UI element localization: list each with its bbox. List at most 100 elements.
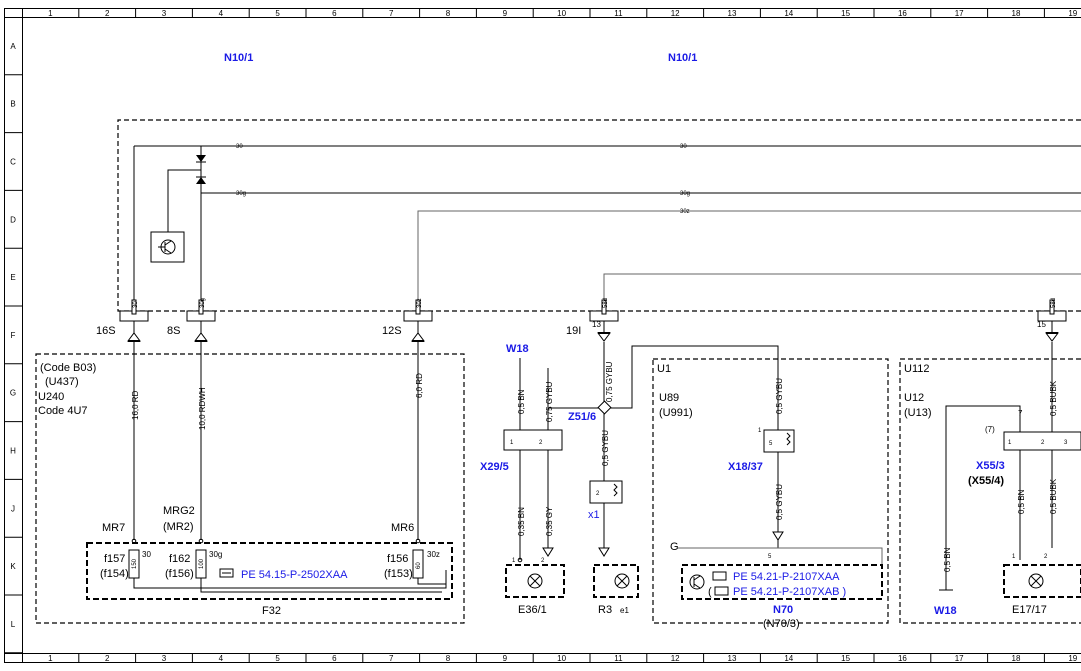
- n70-pe-hand-icon-a: [712, 571, 727, 581]
- right-u13: (U13): [904, 407, 932, 419]
- grid-col-label: 16: [898, 9, 907, 18]
- grid-col-label: 8: [446, 654, 451, 663]
- wire-035gy: 0,35 GY: [545, 506, 554, 536]
- wire-16rd: 16,0 RD: [131, 390, 140, 420]
- f32-name: F32: [262, 605, 281, 617]
- center-z51-6: Z51/6: [568, 411, 596, 423]
- lamp-r3-icon: [614, 573, 630, 589]
- grid-col-label: 15: [841, 654, 850, 663]
- pe-ref-hand-icon: [219, 568, 234, 578]
- grid-row-label: H: [10, 447, 16, 456]
- grid-col-label: 18: [1012, 9, 1021, 18]
- right-x55-4: (X55/4): [968, 475, 1004, 487]
- n70-pe-hand-icon-b: [714, 586, 729, 596]
- grid-col-label: 13: [728, 9, 737, 18]
- center-e1: e1: [620, 606, 629, 615]
- connector-x18-37: [763, 429, 795, 453]
- f32-f157: f157: [104, 553, 125, 565]
- f32-f154: (f154): [100, 568, 129, 580]
- grid-col-label: 8: [446, 9, 451, 18]
- f32-mrg2: MRG2: [163, 505, 195, 517]
- fuse-f157-rating: 150: [132, 558, 138, 569]
- grid-row-label: K: [10, 562, 16, 571]
- wire-05gybu-a: 0,5 GYBU: [601, 430, 610, 466]
- f32-f156a: (f156): [165, 568, 194, 580]
- grid-col-label: 17: [955, 9, 964, 18]
- grid-col-label: 10: [557, 9, 566, 18]
- n70-alt: (N70/3): [763, 618, 800, 630]
- grid-col-label: 19: [1068, 9, 1077, 18]
- e17-pin2: 2: [1044, 554, 1048, 560]
- grid-col-label: 6: [332, 654, 337, 663]
- connector-16s: 16S: [96, 325, 116, 337]
- center-e36-1: E36/1: [518, 604, 547, 616]
- arrow-up: [194, 332, 208, 342]
- center-r3: R3: [598, 604, 612, 616]
- fuse-f156-rating: 60: [416, 562, 422, 569]
- connector-19i: 19I: [566, 325, 581, 337]
- grid-col-label: 11: [614, 654, 623, 663]
- wire-6rd: 6,0 RD: [415, 373, 424, 398]
- grid-col-label: 4: [219, 9, 224, 18]
- grid-col-label: 16: [898, 654, 907, 663]
- wire-05bubk-b: 0,5 BUBK: [1049, 478, 1058, 514]
- module-pin: [601, 299, 607, 315]
- f32-u240: U240: [38, 391, 64, 403]
- lamp-e17-17-icon: [1028, 573, 1044, 589]
- wire-05gybu-c: 0,5 GYBU: [775, 484, 784, 520]
- connector-x1: [589, 480, 623, 504]
- e36-pin1: 1: [512, 558, 516, 564]
- grid-col-label: 5: [275, 9, 280, 18]
- wire-075gybu-b: 0,75 GYBU: [605, 361, 614, 402]
- f32-pe-ref[interactable]: PE 54.15-P-2502XAA: [241, 569, 348, 581]
- grid-row-ticks: [4, 74, 22, 654]
- module-n10-1-right: N10/1: [668, 52, 697, 64]
- right-n7p: (7): [985, 425, 995, 434]
- connector-12s: 12S: [382, 325, 402, 337]
- n70-pe-b[interactable]: PE 54.21-P-2107XAB ): [733, 586, 846, 598]
- n70-pe-a[interactable]: PE 54.21-P-2107XAA: [733, 571, 840, 583]
- f32-30z: 30z: [427, 550, 440, 559]
- grid-row-label: E: [10, 273, 15, 282]
- lamp-e36-1-icon: [527, 573, 543, 589]
- grid-col-label: 2: [105, 654, 110, 663]
- f32-f153: (f153): [384, 568, 413, 580]
- x55-pin1: 1: [1008, 440, 1012, 446]
- grid-col-label: 12: [671, 654, 680, 663]
- splice-z51-6: [597, 400, 612, 415]
- grid-row-label: A: [10, 42, 16, 51]
- bus-30-label-right: 30: [680, 144, 687, 150]
- n70-paren: (: [708, 586, 712, 598]
- module-pin: [131, 299, 137, 315]
- connector-x29-5: [503, 429, 563, 451]
- sheet-frame: [4, 8, 1081, 663]
- x55-pin3: 3: [1064, 440, 1068, 446]
- f32-f162: f162: [169, 553, 190, 565]
- f32-code-4u7: Code 4U7: [38, 405, 88, 417]
- grid-row-label: B: [10, 100, 15, 109]
- signal-arrows: [127, 321, 1059, 342]
- f32-fuse-box: [86, 542, 453, 600]
- grid-col-label: 18: [1012, 654, 1021, 663]
- n70-box: [681, 564, 883, 600]
- grid-col-label: 1: [48, 9, 53, 18]
- grid-col-label: 9: [503, 654, 508, 663]
- grid-col-label: 7: [389, 9, 394, 18]
- grid-col-label: 6: [332, 9, 337, 18]
- grid-row-label: G: [10, 389, 16, 398]
- x18-37-pin5: 5: [769, 441, 773, 447]
- module-pin: [415, 299, 421, 315]
- x55-pin2: 2: [1041, 440, 1045, 446]
- pin-30-label: 30: [133, 301, 139, 308]
- grid-col-label: 4: [219, 654, 224, 663]
- x29-5-pin2: 2: [539, 440, 543, 446]
- grid-col-label: 1: [48, 654, 53, 663]
- wire-05gybu-b: 0,5 GYBU: [775, 378, 784, 414]
- lamp-e17-17-box: [1003, 564, 1081, 598]
- grid-col-label: 5: [275, 654, 280, 663]
- x29-5-pin1: 1: [510, 440, 514, 446]
- right-e17-17: E17/17: [1012, 604, 1047, 616]
- f32-boundary: [35, 353, 465, 624]
- f32-u437: (U437): [45, 376, 79, 388]
- x1-pin2: 2: [596, 491, 600, 497]
